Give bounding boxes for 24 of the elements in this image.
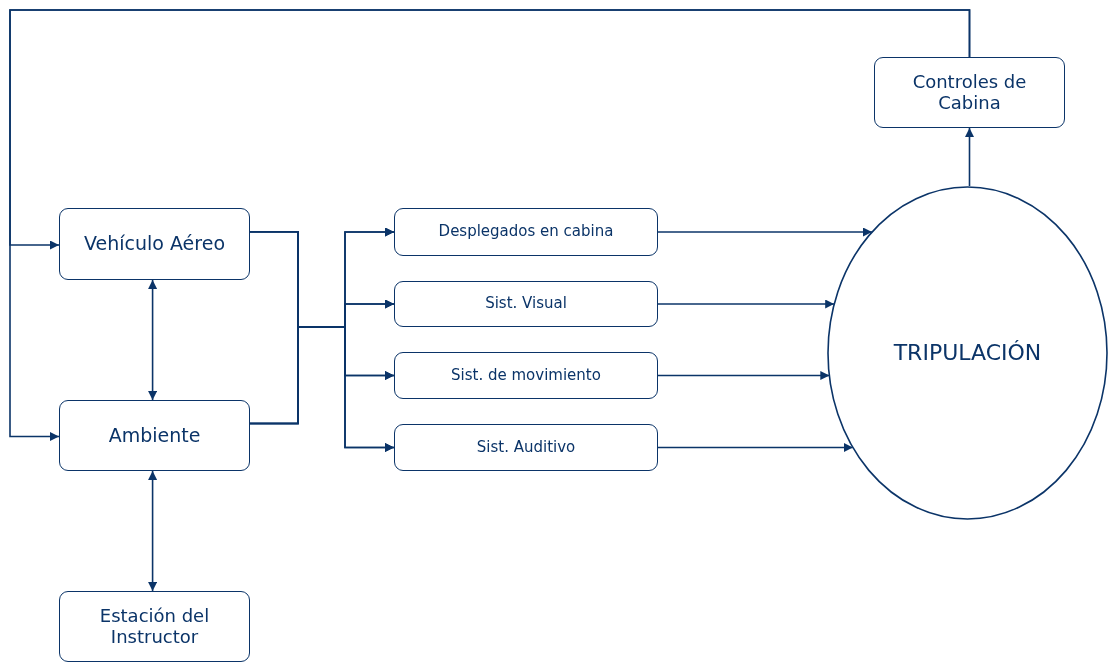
- node-label: Sist. de movimiento: [450, 366, 602, 385]
- process-box: [874, 57, 1065, 128]
- node-label: Ambiente: [107, 424, 202, 447]
- process-box: [394, 352, 658, 399]
- node-label: Sist. Auditivo: [475, 438, 577, 457]
- arrow: [657, 299, 835, 309]
- process-box: [59, 591, 250, 662]
- process-box: [59, 208, 250, 280]
- arrow: [965, 127, 974, 187]
- node-label: Vehículo Aéreo: [83, 233, 226, 255]
- node-label: Desplegados en cabina: [437, 223, 615, 241]
- process-box: [394, 208, 658, 256]
- arrow: [657, 227, 873, 237]
- node-label: Estación del Instructor: [98, 605, 211, 648]
- process-box: [394, 424, 658, 471]
- process-box: [394, 281, 658, 327]
- node-label: Sist. Visual: [484, 295, 568, 313]
- arrow: [148, 279, 158, 401]
- node-label: TRIPULACIÓN: [892, 340, 1043, 366]
- arrow: [249, 326, 395, 452]
- arrow: [148, 470, 158, 592]
- node-label: Controles de Cabina: [911, 71, 1028, 114]
- process-box: [59, 400, 250, 471]
- arrow: [9, 9, 971, 441]
